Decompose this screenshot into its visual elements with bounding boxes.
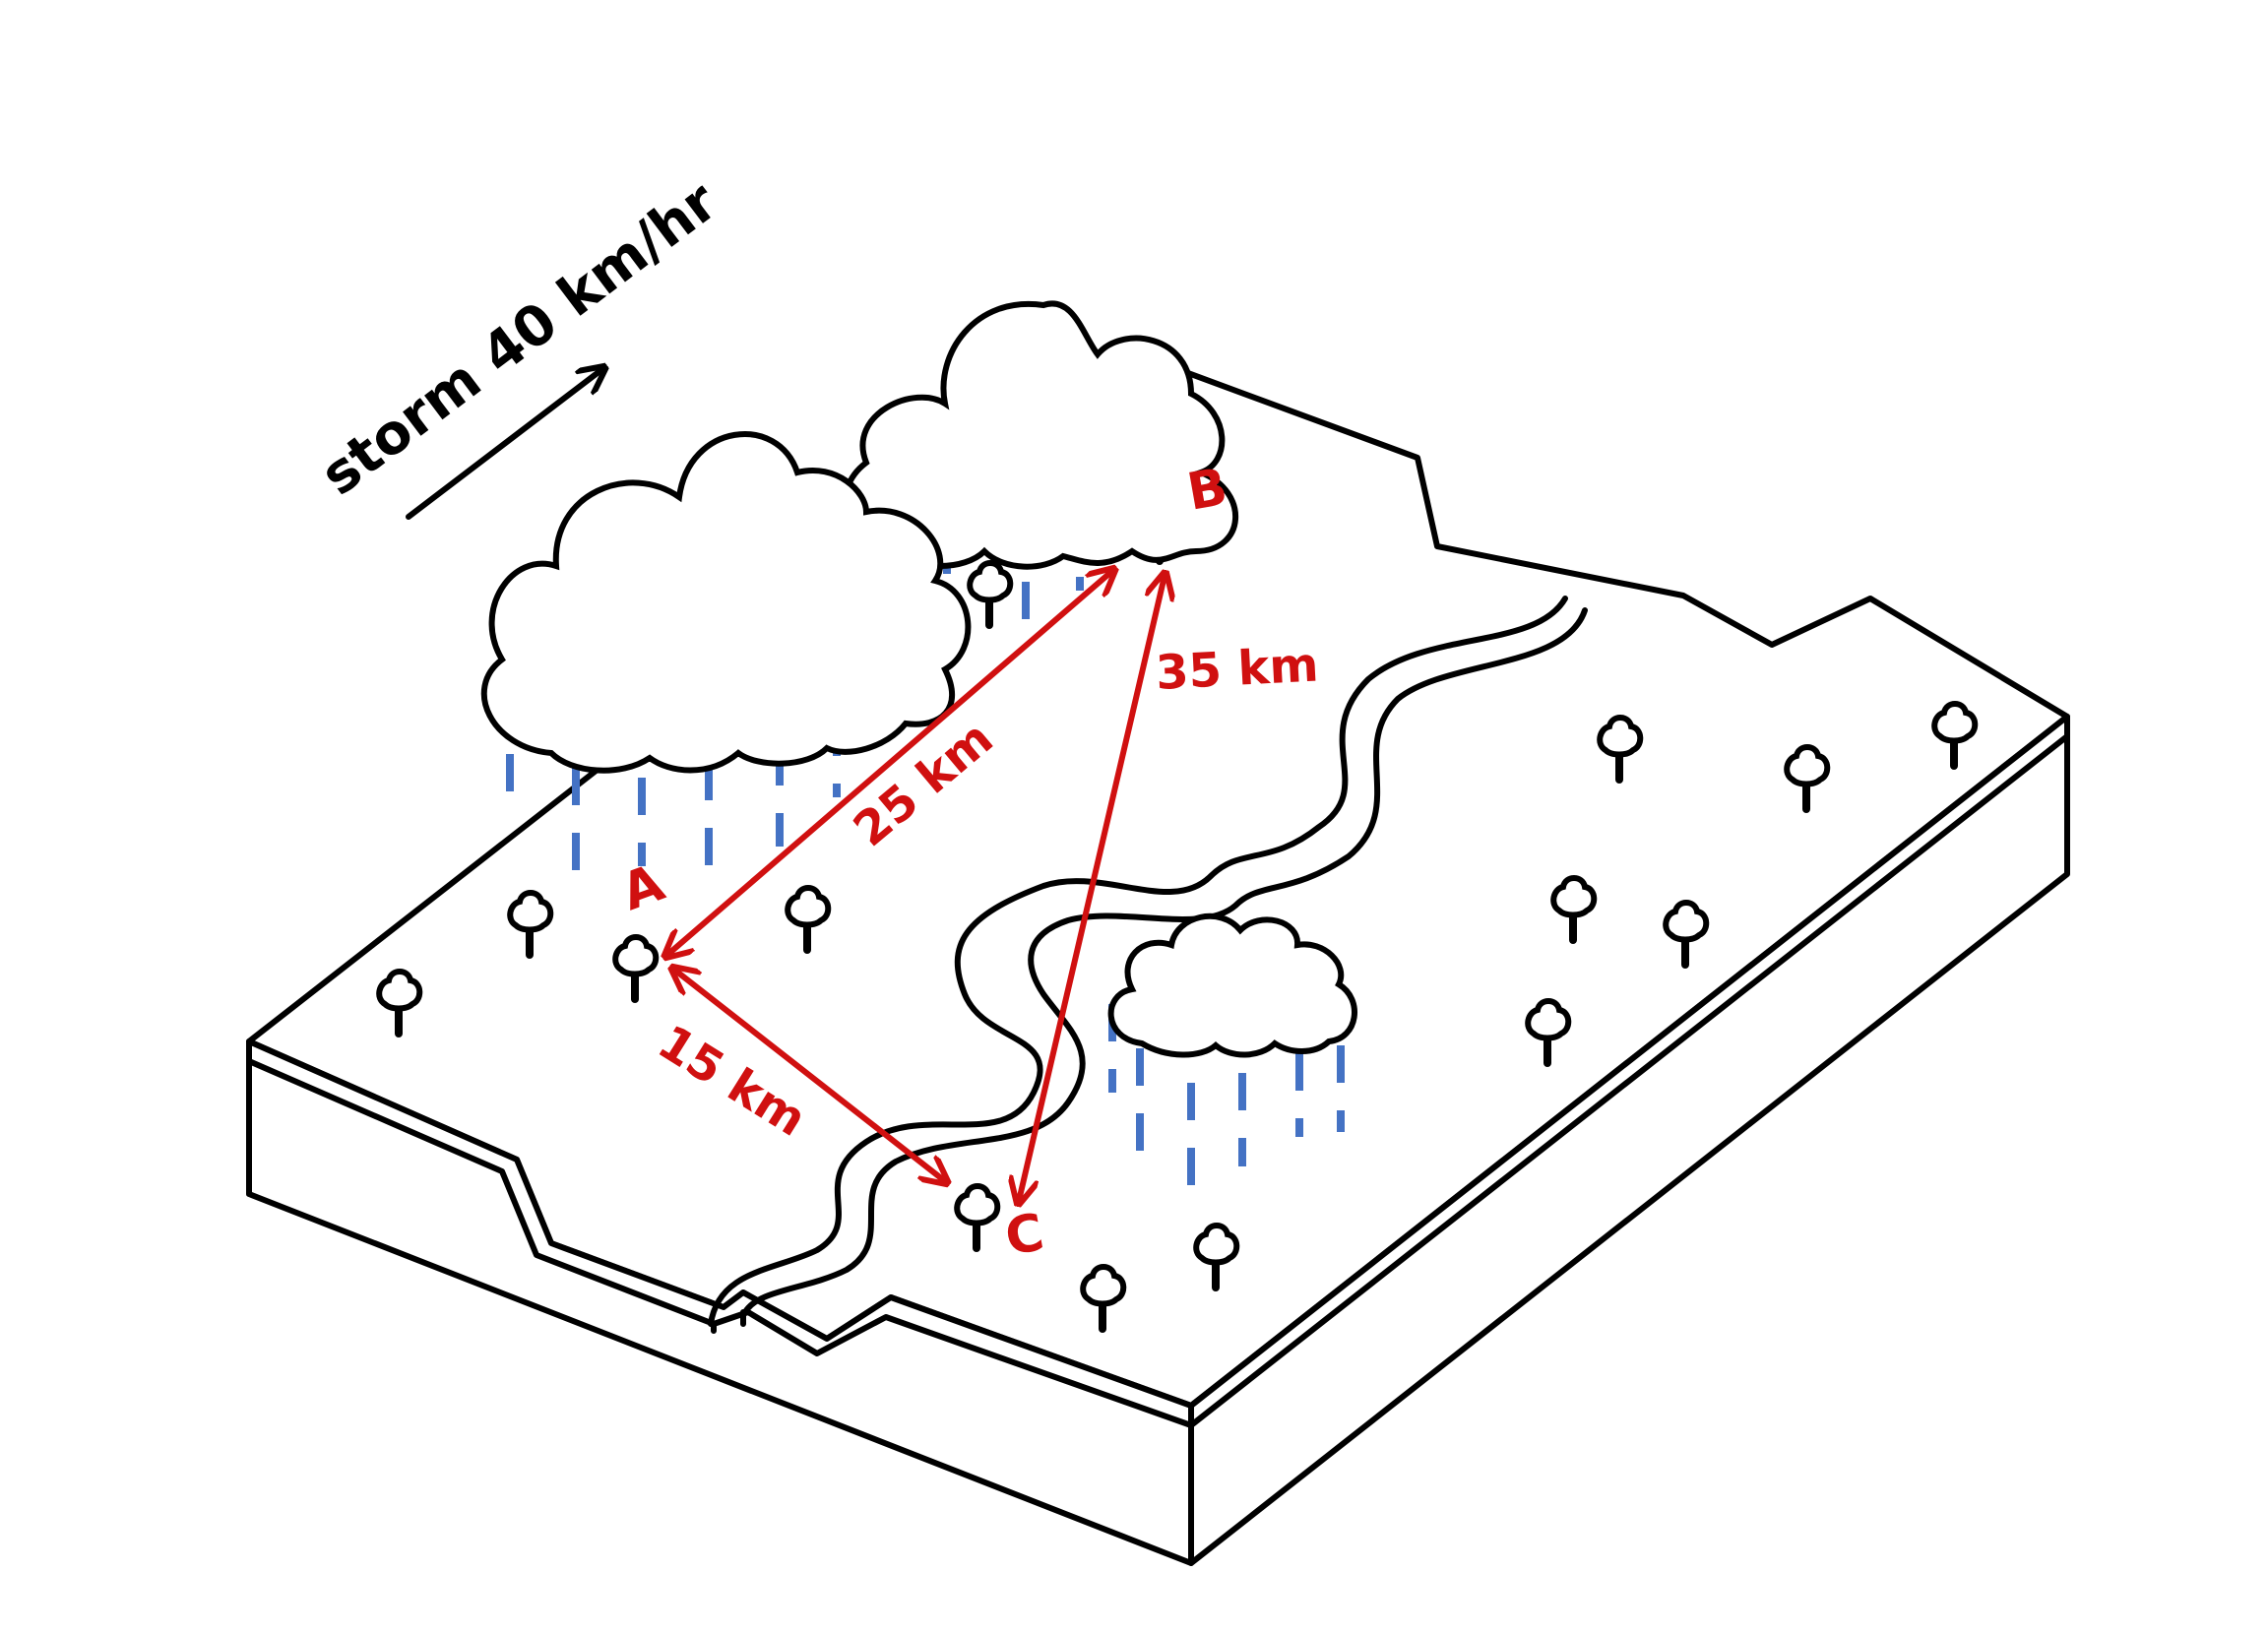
arrow-a-c: [674, 970, 945, 1181]
arrow-b-c: [1019, 576, 1165, 1201]
front-layer-edge: [246, 1058, 1194, 1428]
cloud-back: [842, 300, 1239, 570]
distance-label-b-c: 35 km: [1155, 637, 1320, 701]
storm-direction-arrow: [406, 369, 602, 520]
right-layer-edge: [1188, 733, 2070, 1428]
terrain-front-face: [246, 1038, 1194, 1566]
storm-indicator: storm 40 km/hr: [309, 169, 729, 520]
distance-arrows: [667, 571, 1165, 1201]
storm-label: storm 40 km/hr: [309, 169, 729, 508]
